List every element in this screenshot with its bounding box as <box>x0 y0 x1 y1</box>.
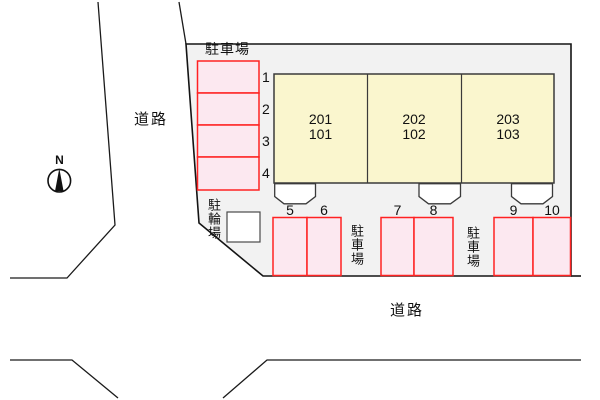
unit-2-lower: 102 <box>402 125 426 142</box>
stall-number-7: 7 <box>393 202 402 218</box>
unit-1-lower: 101 <box>308 125 333 142</box>
unit-2-upper: 202 <box>402 111 426 127</box>
parking-stall-5 <box>272 216 308 277</box>
road-edge-bottom-right <box>222 359 581 399</box>
stall-number-9: 9 <box>509 202 518 218</box>
parking-stall-4 <box>196 156 260 191</box>
unit-label-2: 202 102 <box>368 112 461 141</box>
lower-parking-label-left: 駐車場 <box>349 224 364 266</box>
stall-number-3: 3 <box>262 133 270 149</box>
parking-stall-10 <box>532 216 572 277</box>
unit-label-3: 203 103 <box>462 112 555 141</box>
parking-stall-6 <box>306 216 342 277</box>
stall-number-1: 1 <box>262 69 270 85</box>
entrance-porch-3 <box>510 183 554 205</box>
road-edge-left <box>10 1 116 279</box>
parking-stall-3 <box>196 124 260 158</box>
stall-number-4: 4 <box>262 165 270 181</box>
parking-stall-2 <box>196 92 260 126</box>
stall-number-2: 2 <box>262 101 270 117</box>
unit-1-upper: 201 <box>308 111 333 127</box>
upper-parking-label: 駐車場 <box>205 41 250 57</box>
stall-number-8: 8 <box>429 202 438 218</box>
unit-3-upper: 203 <box>496 111 520 127</box>
unit-label-1: 201 101 <box>274 112 367 141</box>
stall-number-5: 5 <box>286 202 294 218</box>
compass-needle-icon <box>55 168 64 192</box>
bicycle-parking-label: 駐輪場 <box>206 198 221 240</box>
road-label-bottom: 道路 <box>390 302 425 319</box>
road-edge-bottom-left <box>10 359 119 399</box>
entrance-porch-2 <box>418 183 462 205</box>
bicycle-parking-pad <box>226 211 261 243</box>
stall-number-6: 6 <box>320 202 328 218</box>
stall-number-10: 10 <box>544 202 560 218</box>
parking-stall-1 <box>196 60 260 94</box>
parking-stall-8 <box>413 216 454 277</box>
compass-north-label: N <box>55 153 64 167</box>
entrance-porch-1 <box>274 183 317 205</box>
lower-parking-label-right: 駐車場 <box>465 226 480 268</box>
road-edge-property-left-extension <box>178 1 187 45</box>
parking-stall-7 <box>380 216 415 277</box>
parking-stall-9 <box>493 216 534 277</box>
road-label-left: 道路 <box>134 111 169 128</box>
building-outline <box>273 73 555 184</box>
unit-3-lower: 103 <box>496 125 520 142</box>
